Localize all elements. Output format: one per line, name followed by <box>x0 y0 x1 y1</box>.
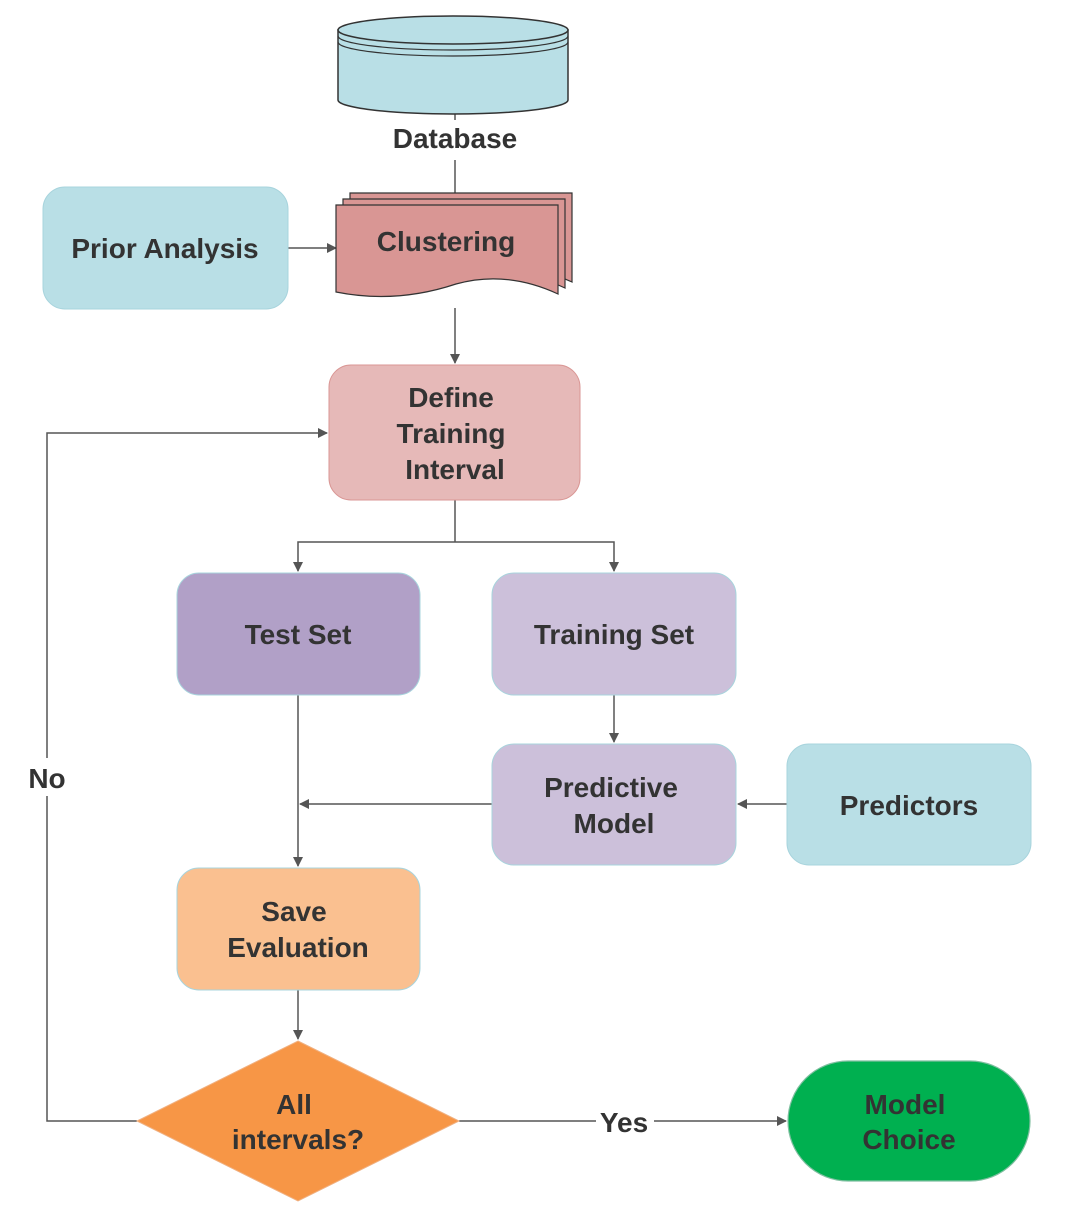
database-label-backdrop <box>385 120 525 160</box>
database-cylinder-rim <box>337 35 569 51</box>
model-choice-terminator <box>787 1060 1031 1182</box>
edge-decision-no-loop <box>46 428 328 1122</box>
save-evaluation-box <box>176 867 421 991</box>
edge-split-training-set <box>455 541 619 572</box>
predictive-model-box <box>491 743 737 866</box>
define-interval-line-2: Training <box>397 418 506 449</box>
clustering-label: Clustering <box>377 226 515 257</box>
clustering-node: Clustering <box>335 192 573 298</box>
define-interval-box <box>328 364 581 501</box>
predictive-model-line-1: Predictive <box>544 772 678 803</box>
model-choice-line-1: Model <box>865 1089 946 1120</box>
model-choice-line-2: Choice <box>862 1124 955 1155</box>
save-evaluation-line-1: Save <box>261 896 326 927</box>
prior-analysis-label: Prior Analysis <box>71 233 258 264</box>
model-choice-node: Model Choice <box>787 1060 1031 1182</box>
prior-analysis-box <box>42 186 289 310</box>
save-evaluation-node: Save Evaluation <box>176 867 421 991</box>
prior-analysis-node: Prior Analysis <box>42 186 289 310</box>
test-set-box <box>176 572 421 696</box>
clustering-doc-front <box>335 204 559 298</box>
decision-line-2: intervals? <box>232 1124 364 1155</box>
define-interval-line-1: Define <box>408 382 494 413</box>
predictors-node: Predictors <box>786 743 1032 866</box>
decision-diamond <box>135 1040 461 1202</box>
no-label: No <box>28 763 65 794</box>
predictive-model-line-2: Model <box>574 808 655 839</box>
decision-line-1: All <box>276 1089 312 1120</box>
save-evaluation-line-2: Evaluation <box>227 932 369 963</box>
database-label: Database <box>393 123 518 154</box>
decision-node: All intervals? <box>135 1040 461 1202</box>
define-interval-node: Define Training Interval <box>328 364 581 501</box>
database-cylinder-body <box>337 29 569 115</box>
database-cylinder-top <box>337 15 569 45</box>
predictors-box <box>786 743 1032 866</box>
test-set-node: Test Set <box>176 572 421 696</box>
predictors-label: Predictors <box>840 790 979 821</box>
predictive-model-node: Predictive Model <box>491 743 737 866</box>
edge-split-test-set <box>293 541 455 572</box>
define-interval-line-3: Interval <box>405 454 505 485</box>
training-set-box <box>491 572 737 696</box>
no-label-backdrop <box>22 758 72 796</box>
training-set-label: Training Set <box>534 619 694 650</box>
training-set-node: Training Set <box>491 572 737 696</box>
database-cylinder-rim-2 <box>337 41 569 57</box>
database-node: Database <box>337 15 569 160</box>
yes-label: Yes <box>600 1107 648 1138</box>
test-set-label: Test Set <box>245 619 352 650</box>
